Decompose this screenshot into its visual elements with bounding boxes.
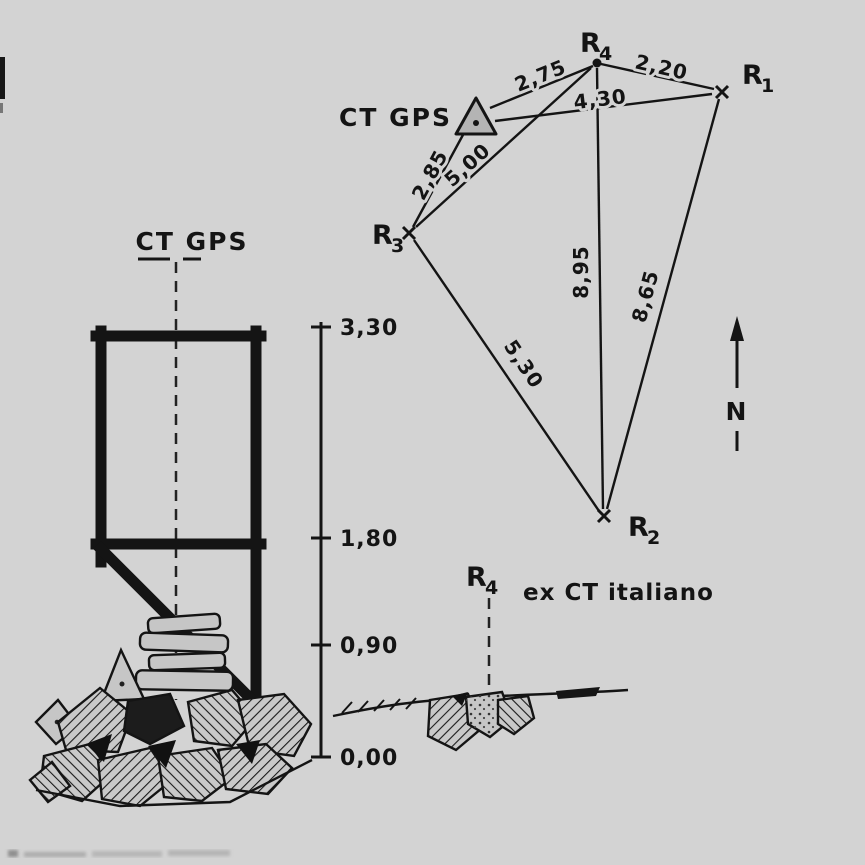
point-r2-marker	[596, 508, 612, 524]
edge-ct-r1	[494, 92, 713, 123]
edge-r4-r2	[595, 67, 605, 510]
network-markers	[401, 58, 730, 524]
label-ground-r4: R	[466, 562, 488, 593]
label-r3: R	[372, 220, 394, 251]
pillar-label: CT GPS	[136, 227, 249, 256]
label-station-ct-gps: CT GPS	[339, 103, 452, 132]
label-r4-sub: 4	[599, 43, 612, 65]
edge-r1-r2	[605, 98, 721, 510]
north-label: N	[726, 397, 749, 426]
north-arrow: N	[726, 316, 749, 451]
rock-pile	[28, 612, 313, 808]
point-r3-marker	[401, 225, 417, 241]
scale-label-330: 3,30	[340, 316, 398, 341]
label-r2: R	[628, 512, 650, 543]
network-edges	[411, 62, 721, 512]
north-arrow-head-icon	[730, 316, 744, 341]
distance-r4-r2: 8,95	[569, 245, 593, 298]
ground-dark-band	[556, 687, 600, 699]
scan-artifact-smudge	[8, 850, 230, 857]
station-ct-gps-triangle-marker	[454, 96, 498, 136]
scale-label-180: 1,80	[340, 527, 398, 552]
ground-hatch-ticks	[341, 697, 417, 714]
scan-artifact-edge	[0, 57, 5, 113]
label-ground-r4-sub: 4	[485, 577, 498, 599]
label-r1: R	[742, 60, 764, 91]
edge-ct-r4	[489, 64, 594, 110]
edge-r3-r4	[415, 67, 592, 228]
station-ct-gps-center-dot	[473, 120, 479, 126]
label-r2-sub: 2	[647, 527, 660, 549]
edge-r3-ct	[411, 132, 466, 228]
point-r1-marker	[714, 84, 730, 100]
ground-section: R 4 ex CT italiano	[332, 562, 714, 752]
label-r4: R	[580, 28, 602, 59]
label-r1-sub: 1	[761, 75, 774, 97]
label-r3-sub: 3	[391, 235, 404, 257]
scale-label-090: 0,90	[340, 634, 398, 659]
edge-r3-r2	[413, 239, 600, 512]
height-scale: 3,30 1,80 0,90 0,00	[311, 316, 398, 771]
network-point-labels: R 4 R 1 R 3 R 2 CT GPS	[339, 28, 774, 549]
scale-label-000: 0,00	[340, 746, 398, 771]
buried-stones	[426, 690, 536, 752]
edge-r4-r1	[600, 62, 715, 91]
point-r4-marker	[592, 58, 602, 68]
pillar-elevation: CT GPS	[28, 227, 313, 808]
label-ex-ct-italiano: ex CT italiano	[523, 580, 714, 606]
